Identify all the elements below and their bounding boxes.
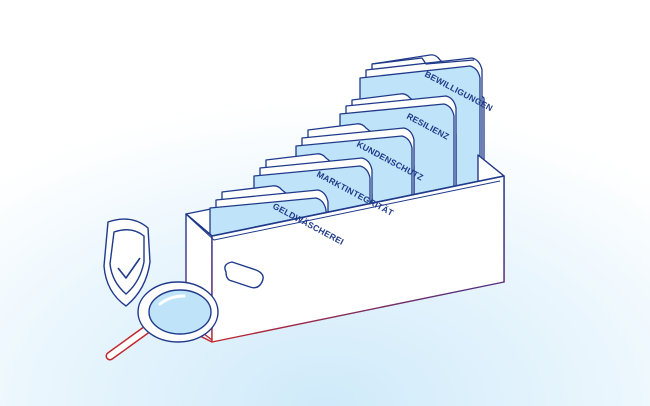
magnifier-icon xyxy=(105,281,219,361)
box-handle xyxy=(224,261,264,289)
shield-check-icon xyxy=(103,218,151,307)
box-front xyxy=(185,154,505,343)
